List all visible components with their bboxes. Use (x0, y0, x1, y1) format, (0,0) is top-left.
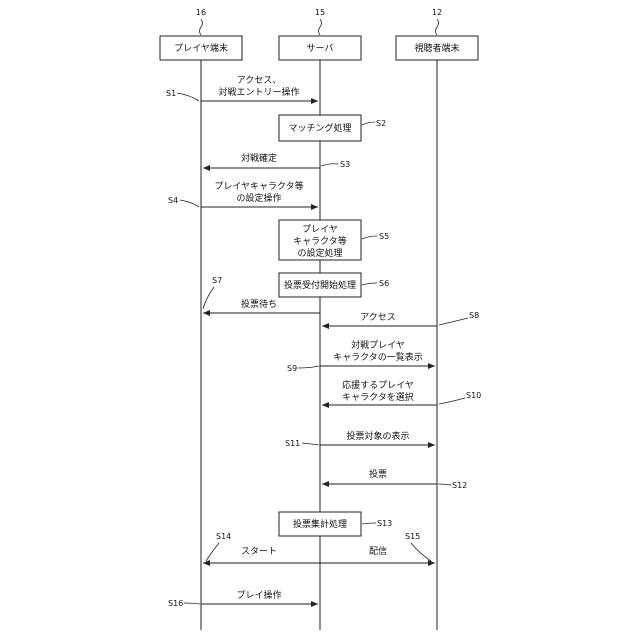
step-ref: S1 (166, 89, 176, 98)
process-label: キャラクタ等 (293, 235, 347, 247)
step-s11: 投票対象の表示 S11 (285, 430, 435, 448)
message-label: 投票待ち (241, 298, 277, 310)
participant-ref-viewer: 12 (432, 8, 442, 17)
ref-leader (362, 283, 377, 285)
message-label: の設定操作 (236, 192, 281, 204)
step-ref: S4 (168, 196, 178, 205)
ref-leader (321, 164, 338, 166)
step-ref: S10 (466, 391, 481, 400)
participant-server: サーバ (279, 36, 361, 60)
participant-ref-server: 15 (315, 8, 325, 17)
process-label: 投票集計処理 (293, 518, 347, 530)
ref-leader (203, 287, 214, 309)
ref-leader (438, 484, 451, 485)
step-s1: アクセス、 対戦エントリー操作 S1 (166, 75, 318, 101)
ref-leader (184, 603, 200, 604)
ref-leader (319, 19, 322, 35)
ref-leader (302, 443, 319, 445)
ref-leader (439, 398, 465, 404)
ref-leader (362, 236, 377, 239)
message-label: 配信 (369, 545, 387, 557)
message-label: スタート (241, 546, 277, 557)
step-ref: S11 (285, 439, 300, 448)
ref-leader (436, 19, 439, 35)
step-s3: 対戦確定 S3 (203, 152, 350, 169)
participant-player: プレイヤ端末 (160, 36, 242, 60)
step-ref: S3 (340, 160, 350, 169)
step-s9: 対戦プレイヤ キャラクタの一覧表示 S9 (287, 339, 435, 373)
message-label: プレイヤキャラクタ等 (214, 180, 303, 192)
step-s16: プレイ操作 S16 (168, 589, 318, 608)
step-ref: S16 (168, 599, 183, 608)
step-s2: マッチング処理 S2 (279, 115, 386, 141)
message-label: 対戦プレイヤ (351, 339, 405, 351)
step-s5: プレイヤ キャラクタ等 の設定処理 S5 (279, 220, 389, 260)
step-s6: 投票受付開始処理 S6 (279, 273, 389, 297)
step-s10: 応援するプレイヤ キャラクタを選択 S10 (322, 379, 481, 405)
message-label: プレイ操作 (236, 589, 281, 601)
ref-leader (298, 366, 319, 368)
step-ref: S7 (212, 276, 222, 285)
participant-viewer: 視聴者端末 (396, 36, 478, 60)
process-label: マッチング処理 (288, 122, 351, 134)
message-label: 投票対象の表示 (346, 430, 409, 442)
participant-label: サーバ (307, 43, 334, 54)
message-label: 対戦確定 (241, 152, 277, 164)
step-s15: 配信 S15 (320, 532, 435, 563)
ref-leader (439, 318, 468, 325)
step-ref: S6 (379, 279, 389, 288)
process-label: の設定処理 (297, 247, 342, 259)
participant-label: プレイヤ端末 (174, 42, 228, 54)
message-label: アクセス、 (237, 75, 282, 86)
participant-ref-player: 16 (196, 8, 206, 17)
message-label: キャラクタの一覧表示 (333, 351, 423, 363)
step-s12: 投票 S12 (322, 468, 467, 490)
ref-leader (362, 523, 376, 524)
message-label: 対戦エントリー操作 (218, 86, 299, 98)
step-ref: S8 (469, 311, 479, 320)
ref-leader (177, 93, 199, 101)
ref-leader (180, 200, 199, 207)
step-ref: S5 (379, 232, 389, 241)
step-ref: S12 (452, 481, 467, 490)
ref-leader (411, 543, 431, 561)
ref-leader (362, 122, 375, 125)
message-label: 応援するプレイヤ (342, 379, 414, 391)
step-ref: S15 (405, 532, 420, 541)
message-label: 投票 (369, 468, 387, 480)
message-label: アクセス (360, 312, 396, 323)
step-s13: 投票集計処理 S13 (279, 512, 392, 536)
process-label: 投票受付開始処理 (284, 279, 356, 291)
ref-leader (200, 19, 203, 35)
process-label: プレイヤ (302, 224, 338, 235)
step-ref: S9 (287, 364, 297, 373)
step-ref: S13 (377, 519, 392, 528)
ref-leader (206, 543, 219, 561)
step-ref: S2 (376, 119, 386, 128)
step-s14: スタート S14 (203, 532, 320, 563)
participant-label: 視聴者端末 (414, 42, 459, 54)
step-s8: アクセス S8 (322, 311, 479, 326)
step-ref: S14 (216, 532, 231, 541)
message-label: キャラクタを選択 (342, 391, 414, 403)
step-s4: プレイヤキャラクタ等 の設定操作 S4 (168, 180, 318, 207)
